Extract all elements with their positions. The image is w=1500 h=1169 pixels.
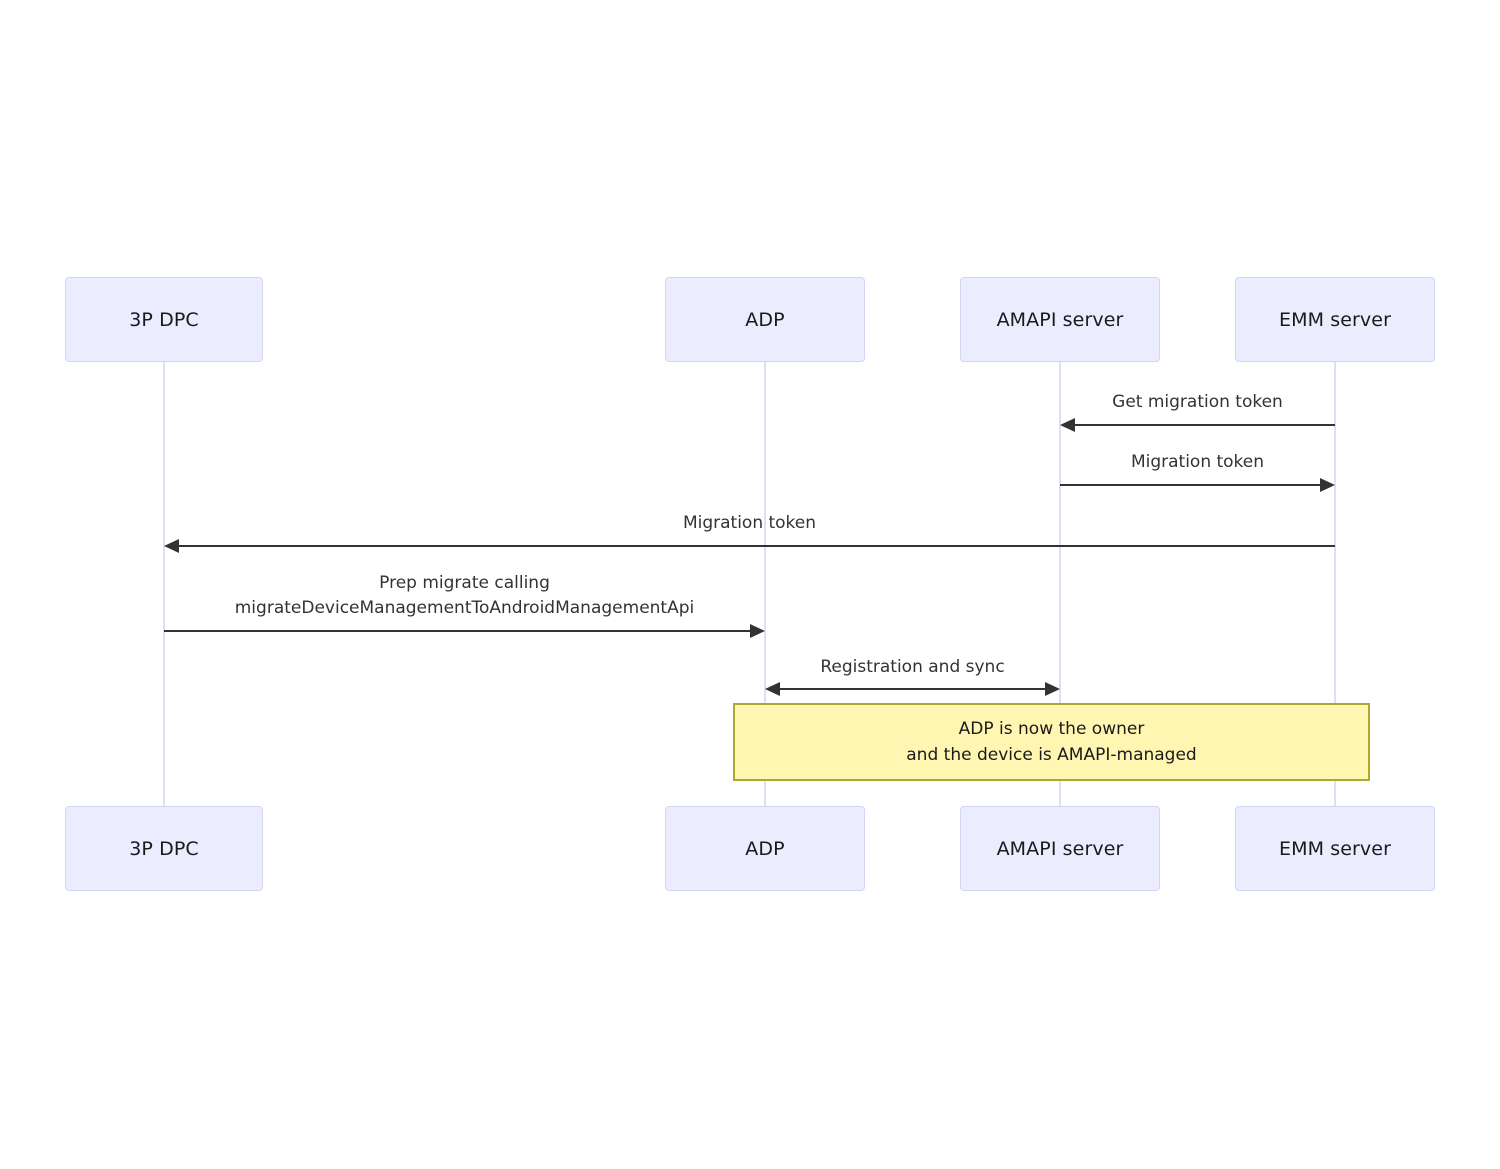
arrowhead-right-migration-token-to-emm: [1320, 478, 1335, 492]
arrowhead-left-get-migration-token: [1060, 418, 1075, 432]
participant-label-top-adp: ADP: [745, 308, 785, 331]
lifeline-adp: [764, 362, 766, 806]
participant-box-top-adp[interactable]: ADP: [665, 277, 865, 362]
arrowhead-left-migration-token-to-dpc: [164, 539, 179, 553]
message-label-migration-token-to-emm: Migration token: [1130, 452, 1265, 472]
message-migration-token-to-dpc[interactable]: [164, 539, 1335, 553]
participant-box-bottom-amapi[interactable]: AMAPI server: [960, 806, 1160, 891]
message-line-migration-token-to-dpc: [178, 545, 1335, 547]
participant-label-top-emm: EMM server: [1279, 308, 1391, 331]
note-adp-owner-note[interactable]: ADP is now the owner and the device is A…: [733, 703, 1370, 781]
participant-box-bottom-adp[interactable]: ADP: [665, 806, 865, 891]
lifeline-amapi: [1059, 362, 1061, 806]
message-label-get-migration-token: Get migration token: [1112, 392, 1283, 412]
message-label-migration-token-to-dpc: Migration token: [682, 513, 817, 533]
participant-label-bottom-amapi: AMAPI server: [996, 837, 1124, 860]
message-line-registration-and-sync: [779, 688, 1046, 690]
participant-box-top-emm[interactable]: EMM server: [1235, 277, 1435, 362]
participant-label-bottom-adp: ADP: [745, 837, 785, 860]
message-line-migration-token-to-emm: [1060, 484, 1321, 486]
message-get-migration-token[interactable]: [1060, 418, 1335, 432]
participant-label-top-amapi: AMAPI server: [996, 308, 1124, 331]
message-prep-migrate[interactable]: [164, 624, 765, 638]
arrowhead-right-prep-migrate: [750, 624, 765, 638]
participant-box-bottom-dpc[interactable]: 3P DPC: [65, 806, 263, 891]
message-line-get-migration-token: [1074, 424, 1335, 426]
participant-box-bottom-emm[interactable]: EMM server: [1235, 806, 1435, 891]
message-migration-token-to-emm[interactable]: [1060, 478, 1335, 492]
participant-label-bottom-dpc: 3P DPC: [129, 837, 199, 860]
lifeline-dpc: [163, 362, 165, 806]
participant-box-top-amapi[interactable]: AMAPI server: [960, 277, 1160, 362]
message-label-registration-and-sync: Registration and sync: [820, 657, 1005, 677]
arrowhead-right-registration-and-sync: [1045, 682, 1060, 696]
lifeline-emm: [1334, 362, 1336, 806]
message-line-prep-migrate: [164, 630, 751, 632]
message-label-prep-migrate: Prep migrate calling migrateDeviceManage…: [234, 573, 695, 618]
arrowhead-left-registration-and-sync: [765, 682, 780, 696]
participant-label-top-dpc: 3P DPC: [129, 308, 199, 331]
note-text: ADP is now the owner and the device is A…: [906, 719, 1197, 765]
participant-label-bottom-emm: EMM server: [1279, 837, 1391, 860]
participant-box-top-dpc[interactable]: 3P DPC: [65, 277, 263, 362]
message-registration-and-sync[interactable]: [765, 682, 1060, 696]
